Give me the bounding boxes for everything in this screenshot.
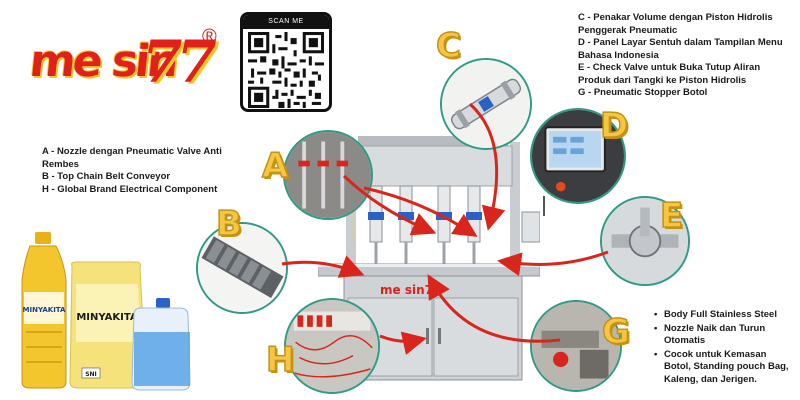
bottle-label: MINYAKITA [23, 306, 67, 314]
callout-e [600, 196, 690, 286]
callout-c [440, 58, 532, 150]
qr-label: SCAN ME [243, 15, 329, 29]
touch-panel-image [532, 110, 624, 202]
feature-a: A - Nozzle dengan Pneumatic Valve Anti R… [42, 146, 222, 170]
letter-b: B [215, 203, 242, 245]
letter-e: E [659, 195, 684, 237]
pouch-label: MINYAKITA [76, 312, 138, 323]
jerrycan-image [131, 298, 191, 391]
sni-label: SNI [85, 371, 97, 378]
piston-cylinder-image [442, 60, 530, 148]
qr-code: SCAN ME [240, 12, 332, 112]
product-group-image: MINYAKITA MINYAKITA SNI [21, 232, 191, 391]
letter-d: D [599, 105, 629, 147]
check-valve-image [602, 198, 688, 284]
oil-bottle-image: MINYAKITA [21, 232, 67, 389]
chain-conveyor-image [198, 224, 286, 312]
feature-list-abh: A - Nozzle dengan Pneumatic Valve Anti R… [42, 146, 232, 196]
feature-b: B - Top Chain Belt Conveyor [42, 171, 171, 182]
callout-a [283, 130, 373, 220]
letter-c: C [435, 25, 461, 67]
feature-e: E - Check Valve untuk Buka Tutup Aliran … [578, 62, 761, 86]
highlight-item: Nozzle Naik dan Turun Otomatis [654, 323, 794, 348]
electrical-panel-image [286, 300, 378, 392]
letter-h: H [265, 339, 295, 381]
letter-g: G [601, 311, 630, 353]
highlight-list: Body Full Stainless Steel Nozzle Naik da… [654, 309, 794, 387]
feature-c: C - Penakar Volume dengan Piston Hidroli… [578, 12, 773, 36]
letter-a: A [261, 145, 289, 187]
registered-mark: ® [202, 26, 217, 48]
highlight-item: Cocok untuk Kemasan Botol, Standing pouc… [654, 349, 794, 387]
feature-g: G - Pneumatic Stopper Botol [578, 87, 708, 98]
callout-h [284, 298, 380, 394]
nozzle-image [285, 132, 371, 218]
feature-list-cdeg: C - Penakar Volume dengan Piston Hidroli… [578, 12, 788, 100]
highlight-item: Body Full Stainless Steel [654, 309, 794, 322]
oil-pouch-image: MINYAKITA SNI [69, 261, 147, 389]
qr-code-icon [248, 32, 324, 108]
callout-b [196, 222, 288, 314]
callout-d [530, 108, 626, 204]
logo-number: 77 [142, 28, 217, 96]
feature-d: D - Panel Layar Sentuh dalam Tampilan Me… [578, 37, 783, 61]
feature-h: H - Global Brand Electrical Component [42, 183, 218, 195]
machine-brand-label: me sin77 [380, 283, 441, 297]
brand-logo: me sin 77 ® [27, 26, 220, 100]
